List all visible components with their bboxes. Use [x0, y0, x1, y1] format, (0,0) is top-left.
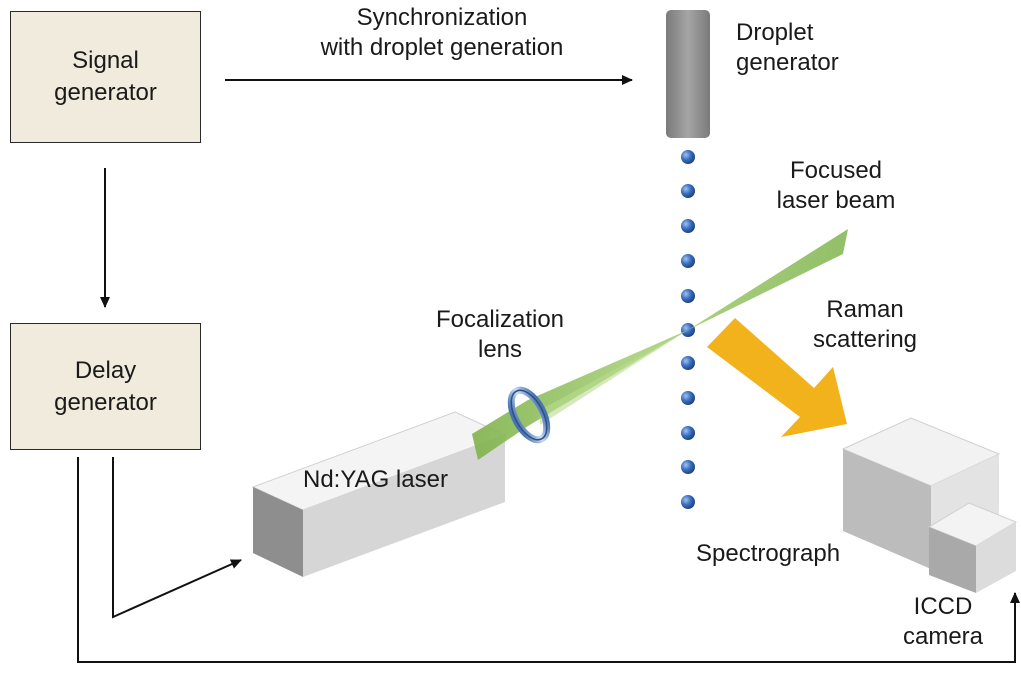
- iccd-camera-label-line1: ICCD: [913, 593, 973, 620]
- iccd-camera-device: [927, 502, 1018, 593]
- delay-generator-line1: Delay: [74, 356, 137, 384]
- focused-beam-label: Focused laser beam: [754, 156, 918, 216]
- signal-generator-line1: Signal: [72, 47, 139, 74]
- iccd-camera-label-line2: camera: [902, 623, 984, 650]
- raman-scattering-label: Raman scattering: [797, 295, 933, 355]
- droplet: [681, 426, 695, 440]
- focused-beam-label-line2: laser beam: [776, 187, 896, 214]
- focused-beam-label-line1: Focused: [789, 157, 883, 184]
- ndyag-laser-device: [251, 411, 507, 577]
- sync-label-line2: with droplet generation: [320, 34, 564, 61]
- focalization-lens-label: Focalization lens: [416, 305, 584, 365]
- laser-beam: [472, 229, 848, 460]
- raman-scattering-label-line2: scattering: [812, 326, 918, 353]
- delay-generator-line2: generator: [54, 388, 157, 416]
- delay-to-laser-arrow: [112, 457, 242, 619]
- droplet: [681, 289, 695, 303]
- droplet-generator-label: Droplet generator: [736, 18, 839, 78]
- focalization-lens-label-line1: Focalization: [435, 306, 565, 333]
- droplet: [681, 150, 695, 164]
- sync-label: Synchronization with droplet generation: [297, 3, 587, 63]
- sync-label-line1: Synchronization: [356, 4, 528, 31]
- droplet-generator-device: [666, 10, 710, 138]
- droplet-stream: [681, 150, 695, 509]
- droplet: [681, 254, 695, 268]
- droplet: [681, 495, 695, 509]
- droplet: [681, 460, 695, 474]
- raman-scattering-arrow: [707, 318, 847, 437]
- delay-to-camera-arrow: [77, 457, 1020, 663]
- droplet: [681, 219, 695, 233]
- iccd-camera-label: ICCD camera: [887, 592, 999, 652]
- ndyag-laser-label: Nd:YAG laser: [303, 466, 448, 493]
- droplet-generator-label-line1: Droplet: [736, 19, 814, 46]
- droplet: [681, 356, 695, 370]
- signal-generator-box: Signal generator: [10, 11, 201, 143]
- delay-generator-box: Delay generator: [10, 323, 201, 450]
- droplet-generator-label-line2: generator: [736, 49, 839, 76]
- raman-scattering-label-line1: Raman: [826, 296, 904, 323]
- focalization-lens: [507, 386, 551, 444]
- spectrograph-label: Spectrograph: [696, 540, 841, 567]
- droplet: [681, 184, 695, 198]
- signal-generator-line2: generator: [54, 79, 157, 106]
- focalization-lens-label-line2: lens: [477, 336, 523, 363]
- droplet: [681, 391, 695, 405]
